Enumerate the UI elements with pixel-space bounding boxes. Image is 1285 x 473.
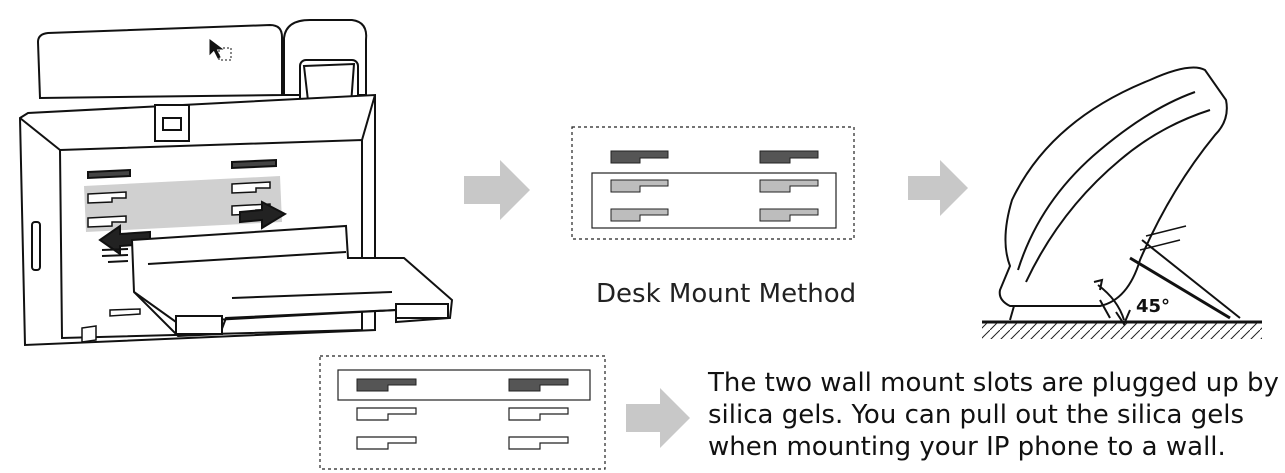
slot-icon xyxy=(508,436,569,450)
note-line: silica gels. You can pull out the silica… xyxy=(708,400,1245,430)
slot-icon xyxy=(356,378,417,392)
slot-icon xyxy=(610,150,669,164)
desk-mount-label: Desk Mount Method xyxy=(596,279,857,309)
angle-label: 45° xyxy=(1136,296,1170,317)
arrow-right-icon xyxy=(908,160,968,216)
phone-back-illustration xyxy=(18,19,454,347)
wall-mount-note: The two wall mount slots are plugged up … xyxy=(708,367,1279,463)
slot-icon xyxy=(610,179,669,193)
note-line: The two wall mount slots are plugged up … xyxy=(708,368,1279,398)
slot-icon xyxy=(508,407,569,421)
arrow-right-icon xyxy=(464,160,530,220)
slot-icon xyxy=(610,208,669,222)
slot-icon xyxy=(356,436,417,450)
slot-icon xyxy=(759,179,819,193)
note-line: when mounting your IP phone to a wall. xyxy=(708,432,1226,462)
slot-icon xyxy=(356,407,417,421)
arrow-right-icon xyxy=(626,388,690,448)
wall-mount-slot-box xyxy=(319,355,606,470)
slot-icon xyxy=(508,378,569,392)
slot-icon xyxy=(759,208,819,222)
desk-mount-slot-box xyxy=(571,126,855,240)
phone-side-view-illustration xyxy=(982,66,1262,339)
slot-icon xyxy=(759,150,819,164)
